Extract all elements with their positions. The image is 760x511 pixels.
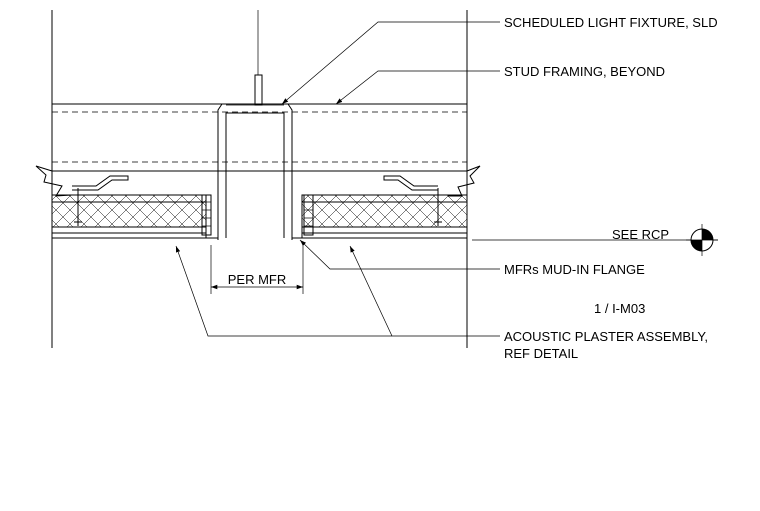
flange-label: MFRs MUD-IN FLANGE	[504, 262, 645, 277]
stud-framing	[35, 103, 481, 197]
ceiling-clips	[72, 175, 438, 191]
stud-label: STUD FRAMING, BEYOND	[504, 64, 665, 79]
plaster-assembly-left	[51, 188, 207, 239]
suspension-wire	[254, 10, 263, 106]
assembly-label-line2: REF DETAIL	[504, 346, 578, 361]
light-fixture	[217, 103, 293, 240]
leader-lines	[175, 21, 500, 337]
per-mfr-dimension	[210, 245, 304, 294]
assembly-label-line1: ACOUSTIC PLASTER ASSEMBLY,	[504, 329, 708, 344]
section-target-icon	[686, 224, 718, 256]
plaster-assembly-right	[301, 188, 468, 239]
mud-in-flanges	[201, 194, 314, 239]
rcp-reference	[472, 224, 718, 256]
fixture-label: SCHEDULED LIGHT FIXTURE, SLD	[504, 15, 718, 30]
per-mfr-label: PER MFR	[228, 272, 287, 287]
rcp-label: SEE RCP	[612, 227, 669, 242]
wall-boundaries	[51, 10, 468, 348]
detail-ref-label: 1 / I-M03	[594, 301, 645, 316]
